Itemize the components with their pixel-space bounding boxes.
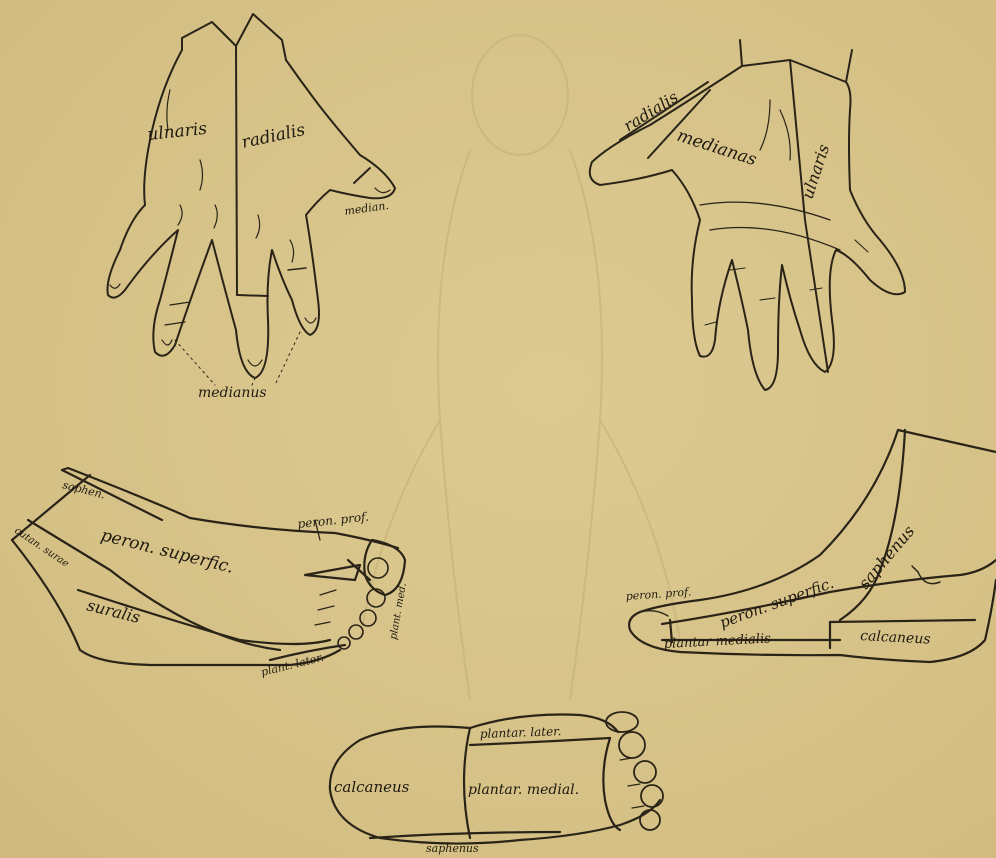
sole-saphenus-label: saphenus — [426, 842, 479, 855]
dorsal-hand-ulnaris-label: ulnaris — [146, 119, 208, 145]
dorsal-hand-median-tip-label: median. — [344, 199, 390, 218]
medial-foot-peron-prof-label: peron. prof. — [625, 585, 691, 603]
sole-calcaneus-label: calcaneus — [334, 778, 410, 796]
medial-foot-calcaneus-label: calcaneus — [860, 628, 931, 648]
palmar-hand-drawing — [590, 40, 905, 390]
medial-foot-peron-superfic-label: peron. superfic. — [717, 574, 836, 632]
lateral-foot-peron-superfic-label: peron. superfic. — [99, 525, 236, 577]
dorsal-hand-medianus-label: medianus — [198, 385, 267, 401]
medial-foot-drawing — [629, 430, 996, 662]
medial-foot-saphenus-label: saphenus — [855, 522, 919, 593]
dorsal-hand-drawing — [108, 14, 396, 385]
lateral-foot-cutan-surae-label: cutan. surae — [12, 525, 70, 569]
lateral-foot-suralis-label: suralis — [85, 595, 142, 627]
sole-plantar-medial-label: plantar. medial. — [468, 782, 579, 798]
dorsal-hand-radialis-label: radialis — [240, 120, 307, 153]
palmar-hand-ulnaris-label: ulnaris — [798, 142, 833, 201]
lateral-foot-peron-prof-label: peron. prof. — [297, 510, 370, 531]
sole-plantar-lateral-label: plantar. later. — [480, 724, 562, 741]
palmar-hand-medianus-label: medianas — [674, 126, 759, 171]
